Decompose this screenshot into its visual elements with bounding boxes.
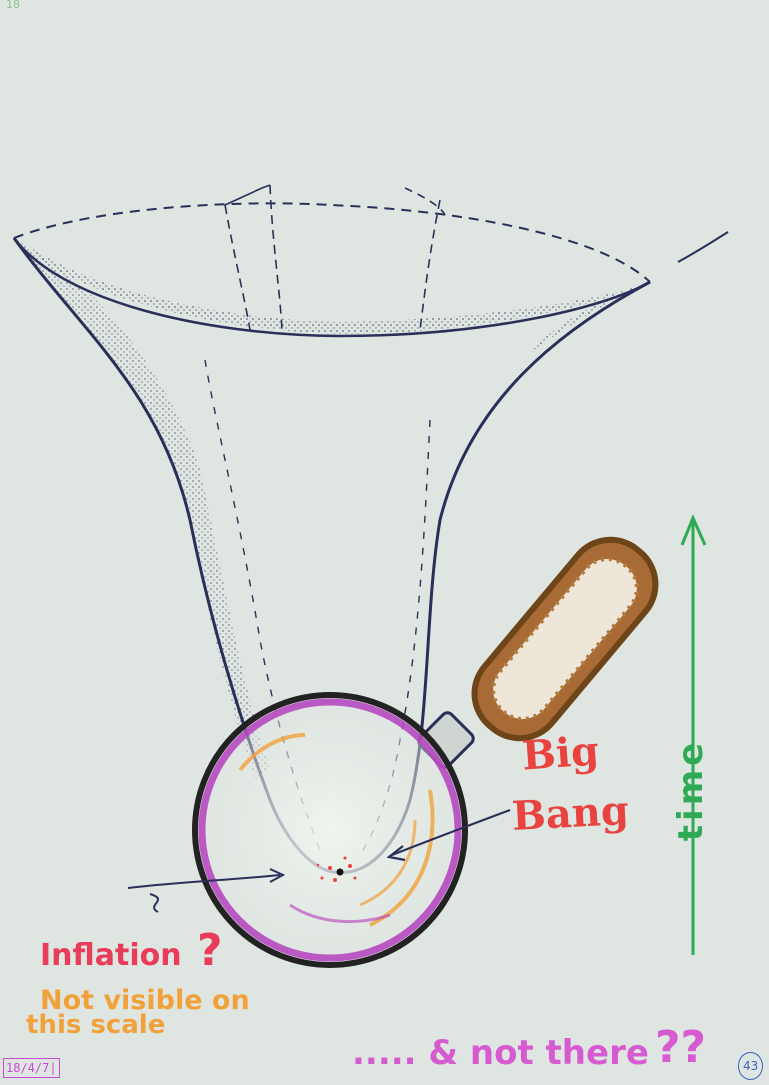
this-scale-note: this scale bbox=[26, 1010, 165, 1040]
rim-tail bbox=[678, 232, 728, 262]
big-label: Big bbox=[520, 727, 600, 779]
time-label: time bbox=[671, 739, 711, 841]
up-arrow-icon bbox=[682, 518, 705, 955]
inner-strand-2 bbox=[270, 185, 282, 330]
inner-strand-1 bbox=[225, 205, 250, 330]
inner-strand-5 bbox=[225, 185, 270, 205]
not-there-note: ..... & not there bbox=[352, 1033, 649, 1073]
inflation-question-mark: ? bbox=[197, 925, 223, 976]
not-there-question-marks: ?? bbox=[655, 1022, 706, 1073]
date-stamp: 18/4/7| bbox=[3, 1058, 60, 1078]
funnel-rim-back bbox=[14, 203, 650, 282]
bang-label: Bang bbox=[511, 787, 630, 840]
inflation-label: Inflation bbox=[40, 938, 182, 973]
magnifying-glass-icon bbox=[195, 523, 673, 965]
inner-strand-3 bbox=[420, 200, 440, 330]
corner-mark: 18 bbox=[6, 0, 20, 11]
magnifier-lens bbox=[195, 695, 465, 965]
